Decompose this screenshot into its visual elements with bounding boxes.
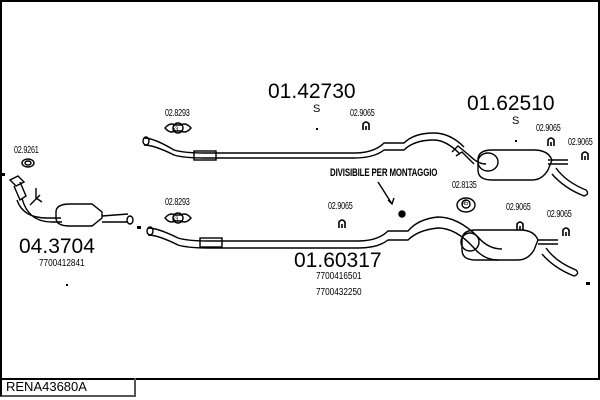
dot-marker xyxy=(316,128,318,130)
accessory-code[interactable]: 02.9065 xyxy=(536,123,561,134)
upper-pipe-drawing[interactable] xyxy=(142,132,465,161)
oem-number: 7700416501 xyxy=(316,271,362,282)
accessory-code[interactable]: 02.9065 xyxy=(328,201,353,212)
cat-flange xyxy=(8,175,26,187)
accessory-code[interactable]: 02.8293 xyxy=(165,197,190,208)
gasket-icon xyxy=(21,158,35,168)
part-number-catalytic[interactable]: 04.3704 xyxy=(19,235,95,258)
s-marker: S xyxy=(512,115,520,127)
clamp-icon-lower xyxy=(164,212,192,224)
accessory-code[interactable]: 02.9065 xyxy=(547,209,572,220)
small-marker xyxy=(2,173,5,176)
oem-number: 7700432250 xyxy=(316,287,362,298)
cat-outlet-end xyxy=(126,215,134,225)
oem-number: 7700412841 xyxy=(39,258,85,269)
reference-code: RENA43680A xyxy=(0,378,136,397)
part-number-upper-pipe[interactable]: 01.42730 xyxy=(268,80,356,103)
accessory-code[interactable]: 02.9065 xyxy=(350,108,375,119)
cat-inlet-pipe-bottom xyxy=(21,197,62,223)
diagram-frame xyxy=(0,0,600,380)
clamp-size-label: 53 xyxy=(172,217,179,223)
s-marker: S xyxy=(313,103,321,115)
ring-icon xyxy=(456,197,476,213)
dot-marker xyxy=(66,284,68,286)
upper-silencer-drawing[interactable] xyxy=(451,145,589,197)
accessory-code[interactable]: 02.9065 xyxy=(568,137,593,148)
cat-body xyxy=(55,203,103,227)
cat-bellows xyxy=(13,181,27,202)
catalytic-converter-drawing[interactable] xyxy=(2,173,141,229)
part-number-lower-pipe[interactable]: 01.60317 xyxy=(294,249,382,272)
note-arrow xyxy=(377,181,395,206)
accessory-code[interactable]: 02.8293 xyxy=(165,108,190,119)
dot-marker xyxy=(515,140,517,142)
ring-size-label: 45 xyxy=(462,201,469,207)
lower-silencer-drawing[interactable] xyxy=(460,229,590,285)
accessory-code[interactable]: 02.9065 xyxy=(506,202,531,213)
cat-outlet-pipe xyxy=(101,213,129,223)
accessory-code[interactable]: 02.9261 xyxy=(14,145,39,156)
cat-inlet-pipe-top xyxy=(16,199,61,219)
accessory-code[interactable]: 02.8135 xyxy=(452,180,477,191)
hanger-icons xyxy=(338,121,589,236)
clamp-size-label: 53 xyxy=(172,127,179,133)
part-number-upper-silencer[interactable]: 01.62510 xyxy=(467,92,555,115)
assembly-note: DIVISIBILE PER MONTAGGIO xyxy=(330,167,438,179)
cat-sensor-bracket xyxy=(29,188,43,206)
clamp-icon-upper xyxy=(164,122,192,134)
